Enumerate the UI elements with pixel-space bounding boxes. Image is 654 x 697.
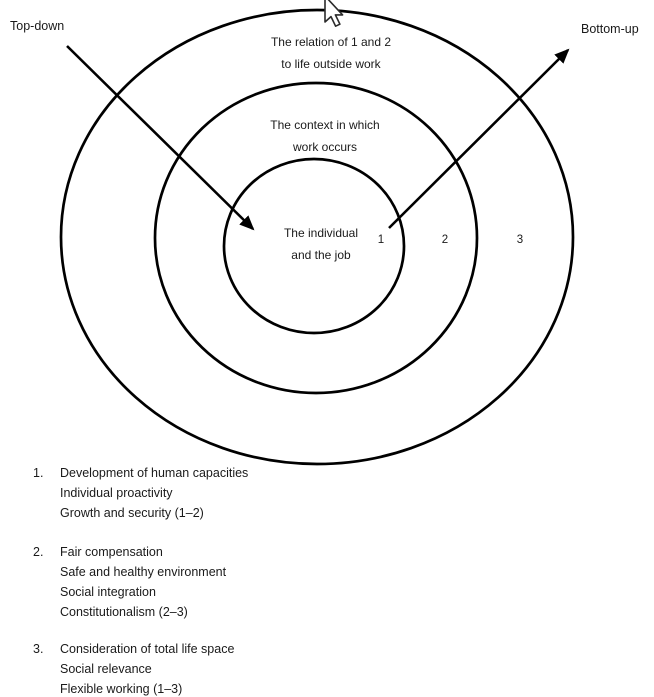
ring-number-1: 1 (377, 234, 385, 246)
middle-ring-label-line2: work occurs (292, 140, 357, 154)
mouse-pointer-icon (324, 0, 344, 28)
inner-ring-label-line2: and the job (291, 248, 351, 262)
legend-item-1: 1. Development of human capacities Indiv… (33, 463, 248, 523)
legend-item-2-line4: Constitutionalism (2–3) (60, 605, 188, 619)
ring-number-2: 2 (441, 234, 449, 246)
bottom-up-arrow (388, 48, 570, 229)
legend-item-3-line2: Social relevance (60, 662, 152, 676)
legend-item-2-line3: Social integration (60, 585, 156, 599)
legend-item-1-line3: Growth and security (1–2) (60, 506, 204, 520)
legend-item-2-number: 2. (33, 545, 44, 559)
legend-item-1-number: 1. (33, 466, 44, 480)
legend-item-2-line2: Safe and healthy environment (60, 565, 227, 579)
inner-ring-label: The individual and the job (211, 222, 431, 266)
ring-number-3: 3 (516, 234, 524, 246)
top-down-arrow (66, 45, 255, 231)
outer-ring-label-line1: The relation of 1 and 2 (270, 35, 392, 49)
middle-ring-label-line1: The context in which (270, 118, 380, 132)
legend-item-3-number: 3. (33, 642, 44, 656)
middle-ellipse (153, 81, 479, 395)
legend-item-3-line3: Flexible working (1–3) (60, 682, 183, 696)
legend-item-1-line2: Individual proactivity (60, 486, 173, 500)
top-down-label: Top-down (10, 19, 65, 33)
legend-item-3-line1: Consideration of total life space (60, 642, 235, 656)
middle-ring-label: The context in which work occurs (215, 114, 435, 158)
legend-item-1-line1: Development of human capacities (60, 466, 249, 480)
outer-ring-label: The relation of 1 and 2 to life outside … (221, 31, 441, 75)
legend-item-2: 2. Fair compensation Safe and healthy en… (33, 542, 226, 622)
outer-ellipse (59, 8, 575, 466)
outer-ring-label-line2: to life outside work (281, 57, 381, 71)
inner-circle (222, 157, 406, 335)
legend-item-2-line1: Fair compensation (60, 545, 163, 559)
inner-ring-label-line1: The individual (283, 226, 359, 240)
bottom-up-label: Bottom-up (581, 22, 639, 36)
legend-item-3: 3. Consideration of total life space Soc… (33, 639, 234, 697)
